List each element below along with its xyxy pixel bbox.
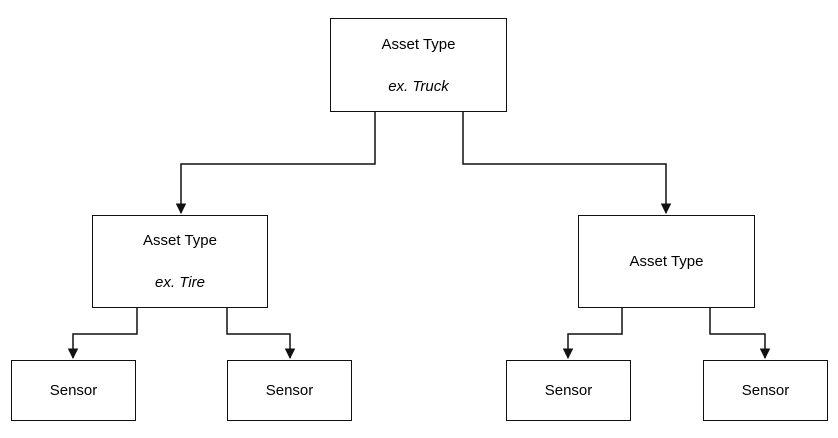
- node-title: Asset Type: [143, 232, 217, 249]
- node-title: Asset Type: [381, 35, 456, 53]
- node-example-label: ex. Tire: [155, 274, 205, 291]
- node-title: Sensor: [741, 382, 790, 399]
- node-asset-type-right: Asset Type: [578, 215, 755, 308]
- node-sensor-3: Sensor: [506, 360, 631, 421]
- node-title: Sensor: [49, 382, 98, 399]
- node-sensor-4: Sensor: [703, 360, 828, 421]
- edge-root-to-left-child: [175, 112, 376, 215]
- node-asset-type-left: Asset Type ex. Tire: [92, 215, 268, 308]
- edge-right-child-to-sensor-4: [709, 308, 771, 360]
- edge-right-child-to-sensor-3: [562, 308, 623, 360]
- edge-left-child-to-sensor-2: [226, 308, 296, 360]
- node-asset-type-root: Asset Type ex. Truck: [330, 18, 507, 112]
- node-example-label: ex. Truck: [388, 77, 449, 95]
- node-sensor-2: Sensor: [227, 360, 352, 421]
- node-title: Sensor: [544, 382, 593, 399]
- edge-root-to-right-child: [462, 112, 672, 215]
- node-sensor-1: Sensor: [11, 360, 136, 421]
- node-title: Sensor: [265, 382, 314, 399]
- edge-left-child-to-sensor-1: [67, 308, 138, 360]
- node-title: Asset Type: [629, 253, 704, 270]
